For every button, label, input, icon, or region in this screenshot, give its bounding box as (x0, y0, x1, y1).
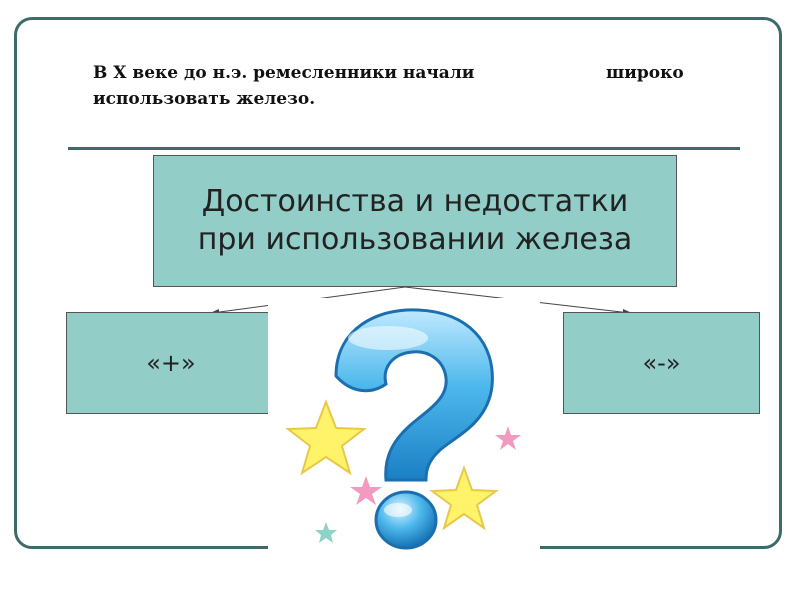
intro-line-1-right: широко (606, 63, 684, 83)
divider-line (68, 147, 740, 150)
star-icon-pink-right (495, 426, 521, 450)
intro-line-1-left: В Ⅹ веке до н.э. ремесленники начали (93, 63, 475, 83)
question-mark-icon (268, 298, 540, 583)
star-icon-yellow-right (429, 465, 499, 531)
question-hook-shape (334, 308, 494, 482)
advantages-box: «+» (66, 312, 276, 414)
title-text: Достоинства и недостатки при использован… (198, 183, 632, 259)
question-illustration (268, 298, 540, 583)
disadvantages-box: «-» (563, 312, 760, 414)
advantages-label: «+» (146, 349, 196, 377)
title-line-1: Достоинства и недостатки (201, 184, 629, 219)
star-icon-pink-left (350, 476, 382, 505)
question-highlight (348, 326, 428, 350)
disadvantages-label: «-» (642, 349, 681, 377)
title-box: Достоинства и недостатки при использован… (153, 155, 677, 287)
star-icon-teal (315, 522, 337, 543)
question-dot (374, 490, 438, 550)
title-line-2: при использовании железа (197, 222, 633, 257)
star-icon-yellow-left (285, 399, 367, 476)
intro-line-1: В Ⅹ веке до н.э. ремесленники начали шир… (93, 60, 713, 86)
intro-text: В Ⅹ веке до н.э. ремесленники начали шир… (93, 60, 713, 112)
intro-line-2: использовать железо. (93, 89, 316, 109)
